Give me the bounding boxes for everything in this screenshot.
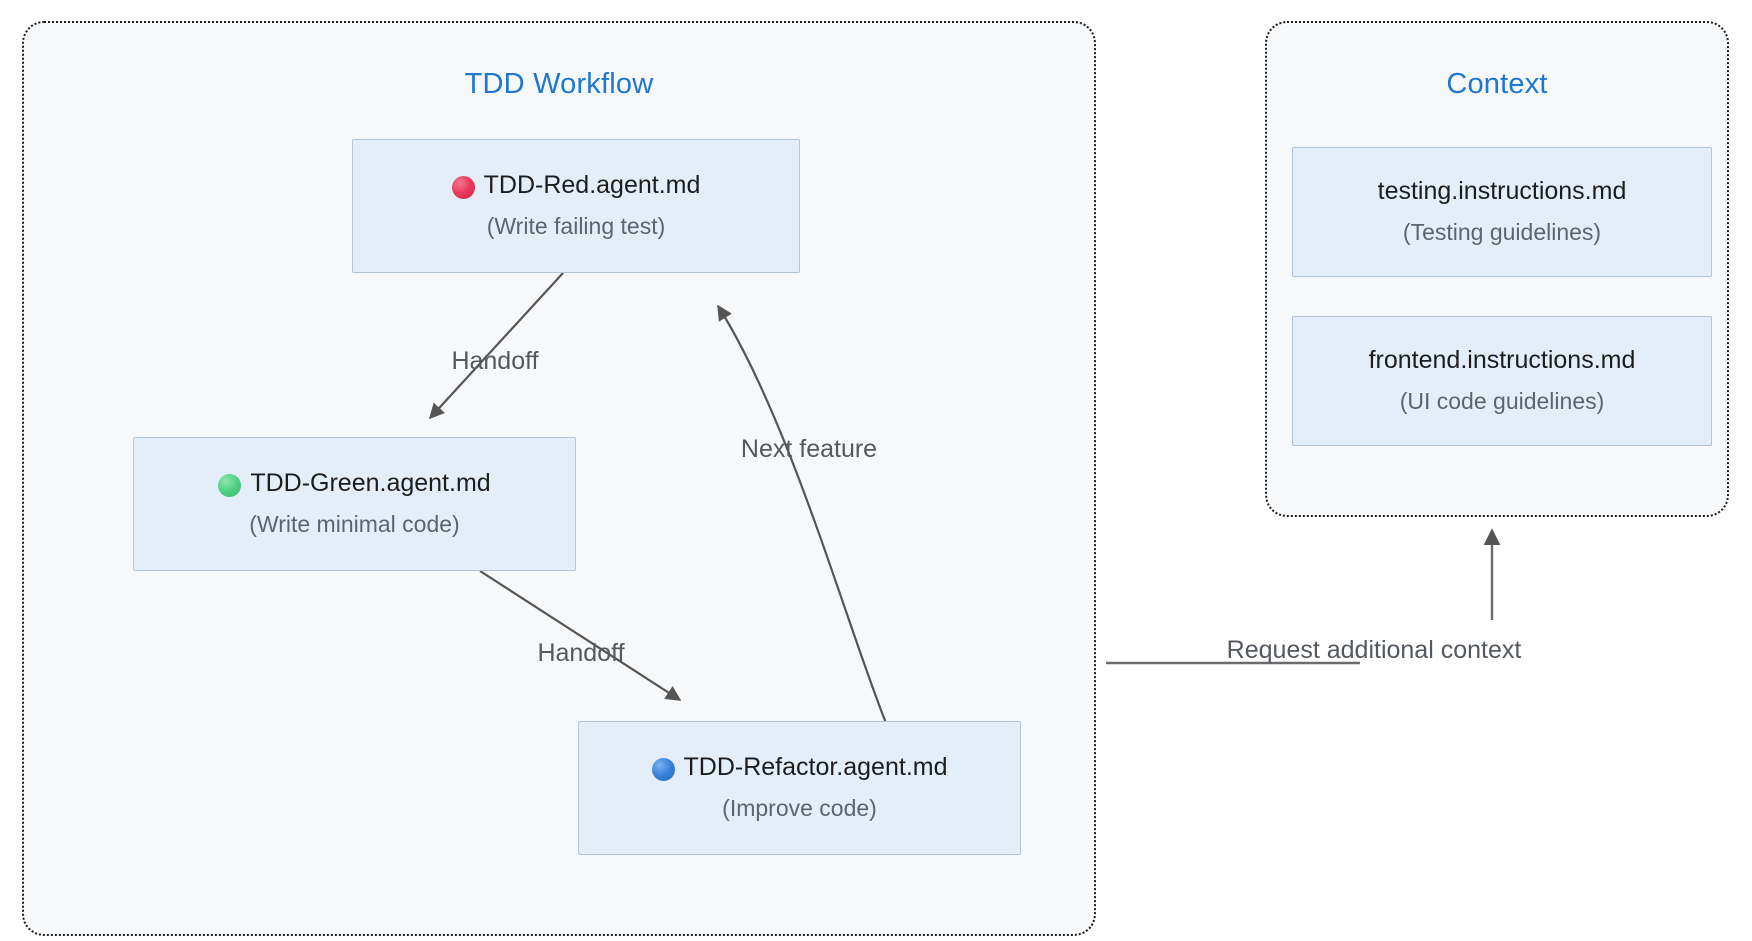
edge-label-handoff-2: Handoff (537, 639, 625, 667)
node-tdd-green-title: TDD-Green.agent.md (218, 468, 491, 499)
node-tdd-green-label: TDD-Green.agent.md (250, 469, 491, 498)
node-testing-instructions-label: testing.instructions.md (1377, 177, 1627, 206)
node-frontend-instructions-subtitle: (UI code guidelines) (1399, 387, 1605, 414)
node-tdd-refactor-label: TDD-Refactor.agent.md (683, 753, 948, 782)
node-frontend-instructions-label: frontend.instructions.md (1368, 346, 1636, 375)
node-testing-instructions-title: testing.instructions.md (1378, 176, 1627, 207)
edge-label-request-context-line2: context (1440, 636, 1522, 664)
node-tdd-refactor[interactable]: TDD-Refactor.agent.md (Improve code) (578, 721, 1021, 855)
edge-label-handoff-1: Handoff (451, 347, 539, 375)
edge-label-request-context: Request additional context (1224, 634, 1524, 666)
edge-label-next-feature: Next feature (740, 435, 878, 463)
node-frontend-instructions-title: frontend.instructions.md (1369, 345, 1636, 376)
node-tdd-red[interactable]: TDD-Red.agent.md (Write failing test) (352, 139, 800, 273)
node-tdd-refactor-subtitle: (Improve code) (722, 794, 877, 821)
node-frontend-instructions[interactable]: frontend.instructions.md (UI code guidel… (1292, 316, 1712, 446)
node-tdd-green-subtitle: (Write minimal code) (249, 510, 460, 537)
edge-label-request-context-line1: Request additional (1226, 636, 1434, 664)
green-circle-icon (218, 473, 242, 497)
node-testing-instructions-subtitle: (Testing guidelines) (1402, 218, 1602, 245)
blue-circle-icon (651, 757, 675, 781)
node-tdd-green[interactable]: TDD-Green.agent.md (Write minimal code) (133, 437, 576, 571)
node-testing-instructions[interactable]: testing.instructions.md (Testing guideli… (1292, 147, 1712, 277)
node-tdd-red-subtitle: (Write failing test) (486, 212, 666, 239)
node-tdd-refactor-title: TDD-Refactor.agent.md (651, 752, 948, 783)
node-tdd-red-label: TDD-Red.agent.md (483, 171, 701, 200)
red-circle-icon (451, 175, 475, 199)
node-tdd-red-title: TDD-Red.agent.md (451, 170, 701, 201)
subgraph-title-context: Context (1446, 68, 1548, 100)
subgraph-title-tdd-workflow: TDD Workflow (464, 68, 654, 100)
